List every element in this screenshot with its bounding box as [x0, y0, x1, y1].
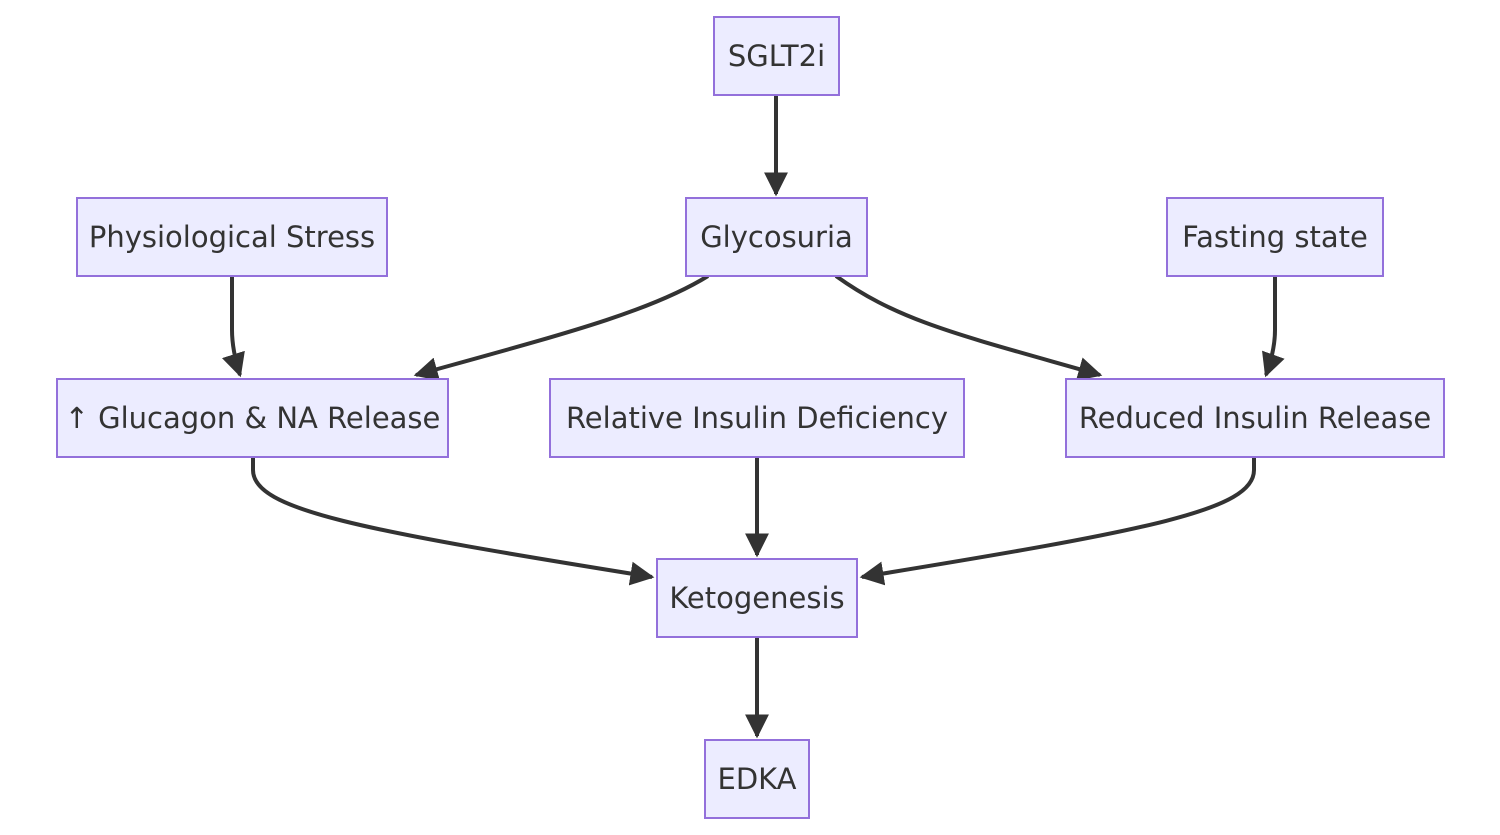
- edge-glycosuria-to-glucagon: [413, 274, 710, 381]
- node-sglt2i: SGLT2i: [713, 16, 840, 96]
- edge-glucagon-to-ketogenesis: [251, 458, 655, 586]
- node-ketogenesis: Ketogenesis: [656, 558, 858, 638]
- edge-glycosuria-to-reduced-insulin: [834, 274, 1103, 381]
- node-glycosuria: Glycosuria: [685, 197, 868, 277]
- node-physiological-stress: Physiological Stress: [76, 197, 388, 277]
- node-glucagon-na-release: ↑ Glucagon & NA Release: [56, 378, 449, 458]
- edge-reduced-insulin-to-ketogenesis: [859, 458, 1256, 586]
- edge-fasting-to-reduced-insulin: [1262, 276, 1285, 378]
- edge-stress-to-glucagon: [221, 276, 245, 378]
- node-reduced-insulin-release: Reduced Insulin Release: [1065, 378, 1445, 458]
- node-edka: EDKA: [704, 739, 810, 819]
- node-fasting-state: Fasting state: [1166, 197, 1384, 277]
- node-relative-insulin-deficiency: Relative Insulin Deficiency: [549, 378, 965, 458]
